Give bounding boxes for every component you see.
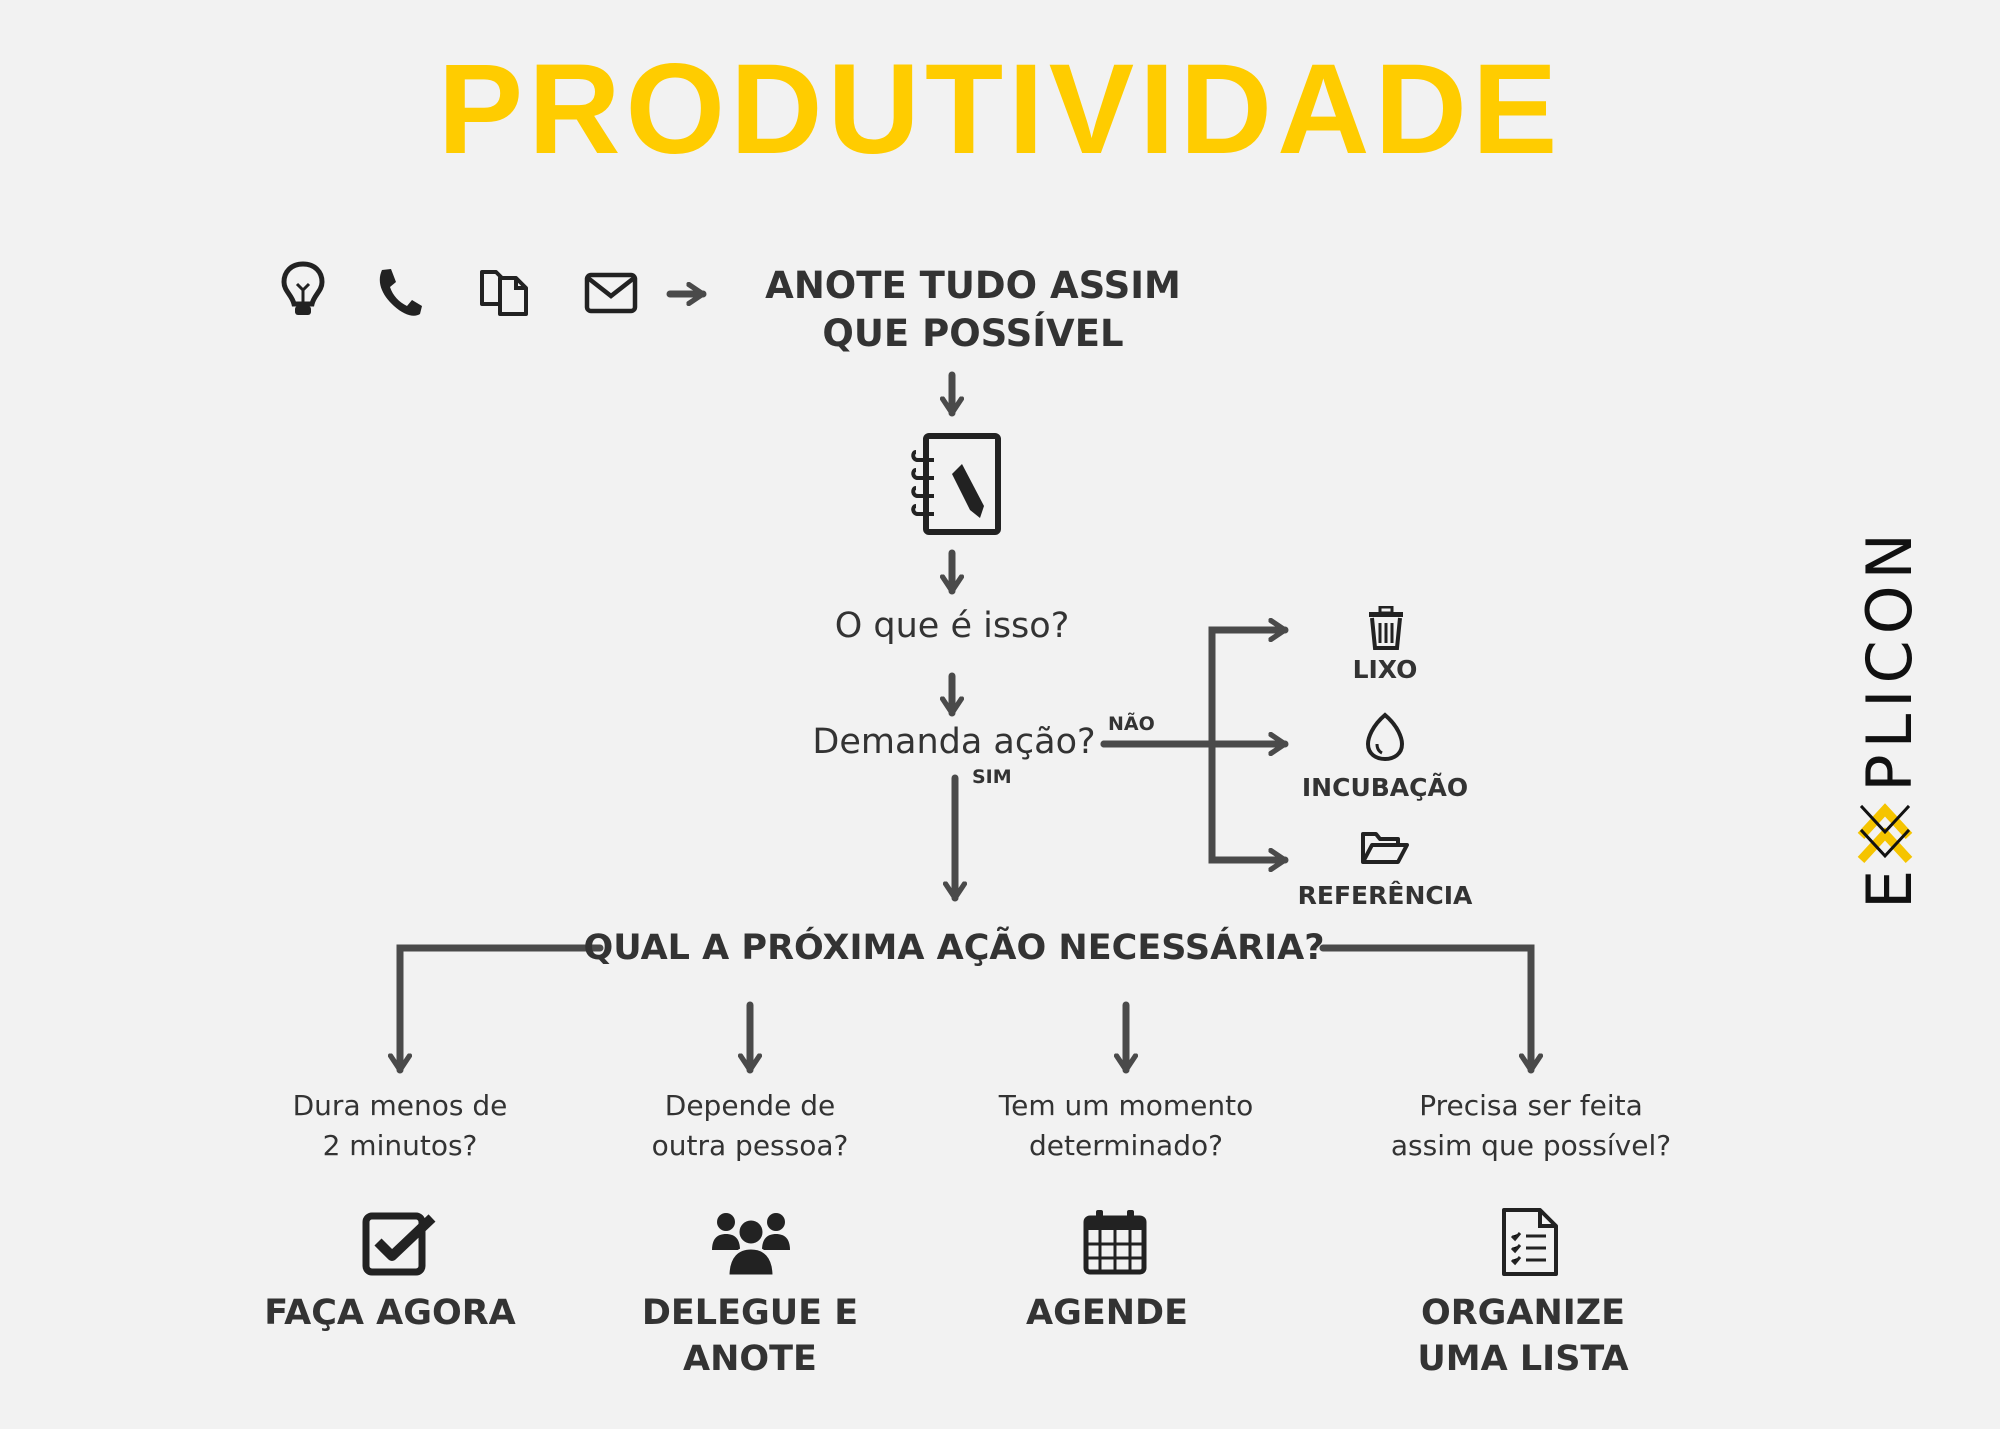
question-line: Tem um momento (998, 1089, 1254, 1122)
question-line: outra pessoa? (651, 1129, 849, 1162)
result-line: UMA LISTA (1417, 1339, 1629, 1379)
question-line: Precisa ser feita (1419, 1089, 1643, 1122)
result-do-now: FAÇA AGORA (264, 1290, 516, 1336)
step-what: O que é isso? (834, 606, 1070, 646)
result-delegate: DELEGUE E ANOTE (642, 1290, 858, 1382)
question-other-person: Depende de outra pessoa? (652, 1086, 849, 1166)
result-line: AGENDE (1026, 1293, 1188, 1333)
checkbox-icon (362, 1210, 438, 1276)
checklist-icon (1500, 1206, 1560, 1278)
notebook-pen-icon (908, 430, 1004, 538)
result-line: DELEGUE E (641, 1293, 859, 1333)
question-asap: Precisa ser feita assim que possível? (1391, 1086, 1671, 1166)
folder-icon (1360, 828, 1410, 866)
brand-right: PLICON (1853, 527, 1926, 792)
question-line: Depende de (664, 1089, 836, 1122)
step-action: Demanda ação? (812, 722, 1096, 762)
result-schedule: AGENDE (1026, 1290, 1188, 1336)
question-line: 2 minutos? (322, 1129, 478, 1162)
question-line: assim que possível? (1390, 1129, 1672, 1162)
arrow-next-right (1319, 944, 1531, 1074)
people-icon (710, 1208, 792, 1278)
result-line: ANOTE (683, 1339, 817, 1379)
egg-icon (1364, 712, 1406, 762)
question-two-minutes: Dura menos de 2 minutos? (293, 1086, 508, 1166)
label-no: NÃO (1108, 713, 1155, 735)
step-capture: ANOTE TUDO ASSIM QUE POSSÍVEL (765, 262, 1181, 358)
documents-icon (478, 264, 532, 318)
step-capture-line2: QUE POSSÍVEL (822, 312, 1124, 355)
envelope-icon (584, 272, 638, 314)
brand-logo: E PLICON (1853, 527, 1926, 909)
result-organize-list: ORGANIZE UMA LISTA (1417, 1290, 1628, 1382)
result-line: FAÇA AGORA (264, 1293, 516, 1333)
step-capture-line1: ANOTE TUDO ASSIM (765, 264, 1181, 307)
question-line: determinado? (1029, 1129, 1223, 1162)
no-branch-incubacao: INCUBAÇÃO (1301, 773, 1469, 802)
trash-icon (1366, 606, 1406, 650)
phone-icon (374, 266, 424, 318)
question-set-time: Tem um momento determinado? (999, 1086, 1253, 1166)
page-title: PRODUTIVIDADE (437, 38, 1563, 181)
brand-left: E (1853, 863, 1926, 909)
step-next-action: QUAL A PRÓXIMA AÇÃO NECESSÁRIA? (583, 928, 1325, 968)
brand-xx-mark (1857, 792, 1913, 864)
no-branch-referencia: REFERÊNCIA (1297, 881, 1473, 910)
question-line: Dura menos de (292, 1089, 508, 1122)
lightbulb-icon (280, 260, 326, 318)
calendar-icon (1082, 1208, 1148, 1276)
arrow-no-referencia (1208, 740, 1289, 860)
no-branch-lixo: LIXO (1352, 655, 1418, 684)
label-yes: SIM (972, 766, 1012, 788)
arrow-next-left (400, 944, 604, 1074)
result-line: ORGANIZE (1420, 1293, 1626, 1333)
